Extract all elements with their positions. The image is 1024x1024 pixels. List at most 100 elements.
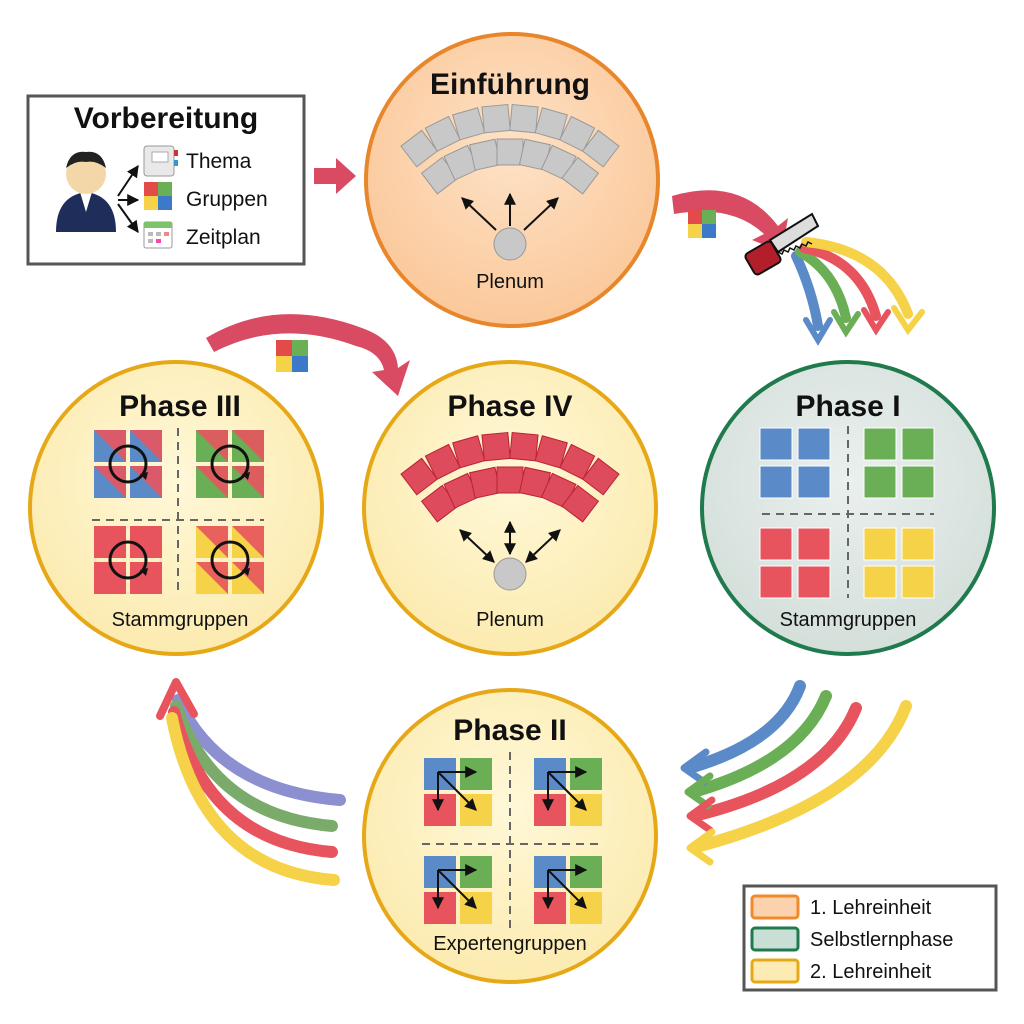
expert-square <box>534 892 566 924</box>
member-square <box>863 427 897 461</box>
member-square <box>797 427 831 461</box>
legend-label-3: 2. Lehreinheit <box>810 961 932 983</box>
member-square <box>759 565 793 599</box>
member-square <box>863 565 897 599</box>
legend-swatch-3 <box>750 958 800 984</box>
puzzle-icon <box>688 210 716 238</box>
member-square <box>797 565 831 599</box>
intro-title: Einführung <box>430 68 590 101</box>
intro-label: Plenum <box>476 271 544 293</box>
intro-circle: Einführung Plenum <box>364 32 660 328</box>
phase1-title: Phase I <box>795 390 900 423</box>
calendar-icon <box>143 221 173 249</box>
arrowhead-phase3 <box>156 678 198 720</box>
phase4-circle: Phase IV Plenum <box>362 360 658 656</box>
seat <box>424 115 461 152</box>
rotation-icon <box>210 540 250 580</box>
rotation-icon <box>108 540 148 580</box>
legend-item-3: 2. Lehreinheit <box>750 958 932 984</box>
legend-label-1: 1. Lehreinheit <box>810 897 932 919</box>
legend-swatch-1 <box>750 894 800 920</box>
phase1-label: Stammgruppen <box>780 609 917 631</box>
seat <box>559 443 596 480</box>
preparation-item-thema: Thema <box>186 150 252 173</box>
seat <box>509 103 539 134</box>
arrow-intro-to-phase1 <box>672 190 788 252</box>
member-square <box>901 565 935 599</box>
seat <box>400 457 439 496</box>
member-square <box>759 527 793 561</box>
preparation-box: Vorbereitung <box>26 94 306 266</box>
expert-square <box>424 892 456 924</box>
seat <box>534 107 568 141</box>
member-square <box>759 427 793 461</box>
phase3-title: Phase III <box>119 390 241 423</box>
teacher-icon <box>56 151 116 232</box>
seat <box>561 156 600 195</box>
puzzle-icon <box>276 340 308 372</box>
phase1-circle: Phase I Stammgruppen <box>700 360 996 656</box>
puzzle-icon <box>144 182 172 210</box>
phase4-label: Plenum <box>476 609 544 631</box>
expert-square <box>570 856 602 888</box>
intro-seats <box>400 103 620 195</box>
arrows-phase2-to-phase3 <box>166 694 346 886</box>
expert-square <box>424 794 456 826</box>
member-square <box>797 527 831 561</box>
seat <box>581 457 620 496</box>
seat <box>581 129 620 168</box>
phase2-label: Expertengruppen <box>433 933 586 955</box>
seat <box>509 431 539 462</box>
arrowheads-phase2 <box>680 748 716 866</box>
rotation-icon <box>210 444 250 484</box>
seat <box>468 466 502 499</box>
arrow-prep-to-intro <box>314 158 356 194</box>
rotation-icon <box>108 444 148 484</box>
member-square <box>901 465 935 499</box>
phase2-title: Phase II <box>453 714 566 747</box>
member-square <box>901 527 935 561</box>
seat <box>424 443 461 480</box>
seat <box>481 103 511 134</box>
phase4-teacher-seat <box>493 557 527 591</box>
phase4-seats <box>400 431 620 523</box>
expert-square <box>460 856 492 888</box>
seat <box>481 431 511 462</box>
member-square <box>759 465 793 499</box>
legend-swatch-2 <box>750 926 800 952</box>
member-square <box>901 427 935 461</box>
notebook-icon <box>143 145 178 177</box>
phase2-circle: Phase II Expertengruppen <box>362 688 658 984</box>
legend-label-2: Selbstlernphase <box>810 929 953 951</box>
intro-teacher-seat <box>493 227 527 261</box>
legend-item-2: Selbstlernphase <box>750 926 953 952</box>
member-square <box>797 465 831 499</box>
preparation-item-gruppen: Gruppen <box>186 188 268 211</box>
expert-square <box>570 758 602 790</box>
seat <box>452 435 486 469</box>
phase4-title: Phase IV <box>447 390 572 423</box>
seat <box>559 115 596 152</box>
arrows-phase1-to-phase2 <box>690 680 912 852</box>
seat <box>468 138 502 171</box>
seat <box>534 435 568 469</box>
saw-icon <box>744 212 820 276</box>
legend-item-1: 1. Lehreinheit <box>750 894 932 920</box>
legend: 1. Lehreinheit Selbstlernphase 2. Lehrei… <box>742 884 998 992</box>
phase1-groups <box>759 426 935 599</box>
preparation-item-zeitplan: Zeitplan <box>186 226 261 249</box>
split-arrows <box>791 237 925 346</box>
phase2-groups <box>422 752 602 928</box>
phase3-circle: Phase III Stammgruppen <box>28 360 324 656</box>
member-square <box>863 527 897 561</box>
preparation-title: Vorbereitung <box>74 102 258 135</box>
arrow-phase3-to-phase4 <box>206 314 410 396</box>
member-square <box>863 465 897 499</box>
expert-square <box>534 794 566 826</box>
seat <box>452 107 486 141</box>
seat <box>496 466 524 494</box>
phase3-groups <box>92 428 264 596</box>
seat <box>561 484 600 523</box>
seat <box>400 129 439 168</box>
